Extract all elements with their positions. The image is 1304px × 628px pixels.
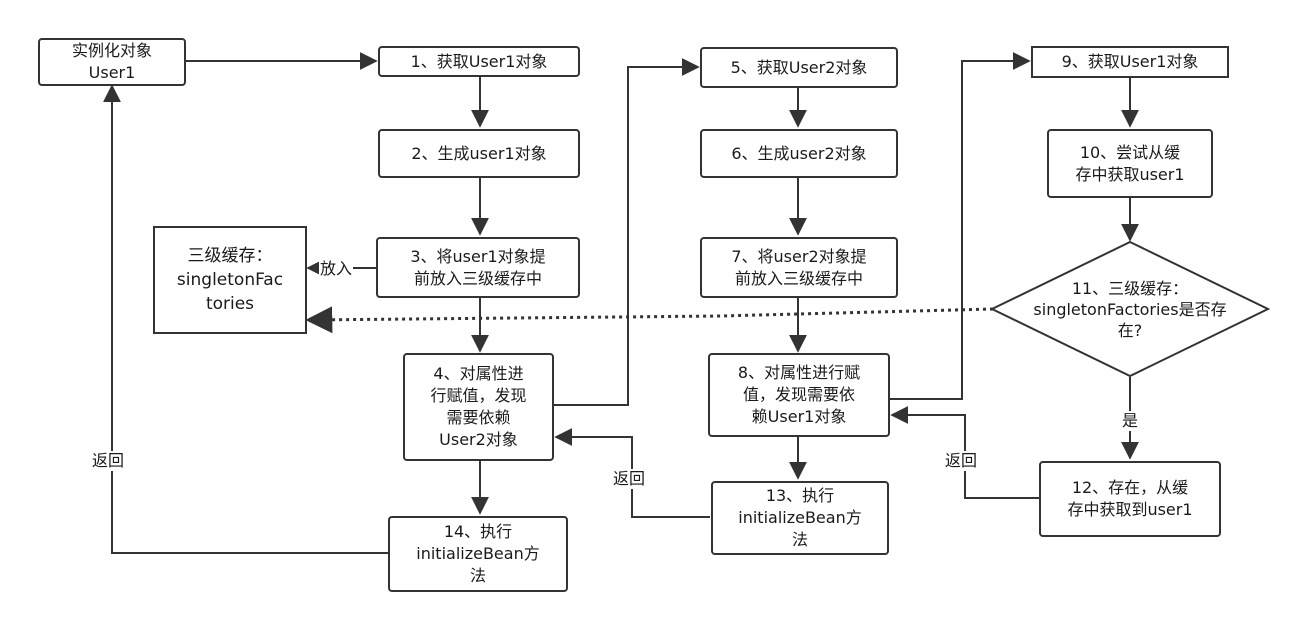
decision-diamond-shape: [989, 240, 1271, 378]
node-step2-create-user1[interactable]: 2、生成user1对象: [378, 129, 580, 178]
label-yes: 是: [1121, 411, 1140, 431]
edge-step14-to-instantiate: [103, 84, 388, 554]
label-return-right: 返回: [944, 451, 979, 471]
node-step9-get-user1[interactable]: 9、获取User1对象: [1031, 46, 1229, 78]
node-step6-create-user2[interactable]: 6、生成user2对象: [700, 129, 898, 178]
node-step13-initialize-bean[interactable]: 13、执行 initializeBean方 法: [711, 481, 889, 555]
edge-step4-to-step5: [554, 58, 700, 406]
node-step10-try-cache[interactable]: 10、尝试从缓 存中获取user1: [1047, 129, 1213, 198]
node-instantiate-user1[interactable]: 实例化对象 User1: [38, 38, 186, 86]
node-step4-inject-user2[interactable]: 4、对属性进 行赋值，发现 需要依赖 User2对象: [403, 353, 554, 461]
node-step14-initialize-bean[interactable]: 14、执行 initializeBean方 法: [388, 516, 568, 592]
label-return-left: 返回: [91, 451, 126, 471]
node-step8-inject-user1[interactable]: 8、对属性进行赋 值，发现需要依 赖User1对象: [708, 353, 890, 437]
node-step3-cache-user1[interactable]: 3、将user1对象提 前放入三级缓存中: [376, 237, 580, 298]
node-step5-get-user2[interactable]: 5、获取User2对象: [700, 47, 898, 88]
node-step7-cache-user2[interactable]: 7、将user2对象提 前放入三级缓存中: [700, 237, 898, 298]
node-step12-found-in-cache[interactable]: 12、存在，从缓 存中获取到user1: [1039, 461, 1221, 537]
node-step11-decision[interactable]: 11、三级缓存： singletonFactories是否存 在?: [1033, 278, 1227, 340]
node-third-level-cache[interactable]: 三级缓存： singletonFac tories: [153, 226, 307, 334]
label-return-middle: 返回: [612, 469, 647, 489]
edge-step11-to-cache-dotted: [305, 306, 994, 334]
edge-step8-to-step9: [890, 52, 1031, 400]
label-put-in: 放入: [319, 259, 354, 279]
node-step1-get-user1[interactable]: 1、获取User1对象: [378, 46, 580, 77]
